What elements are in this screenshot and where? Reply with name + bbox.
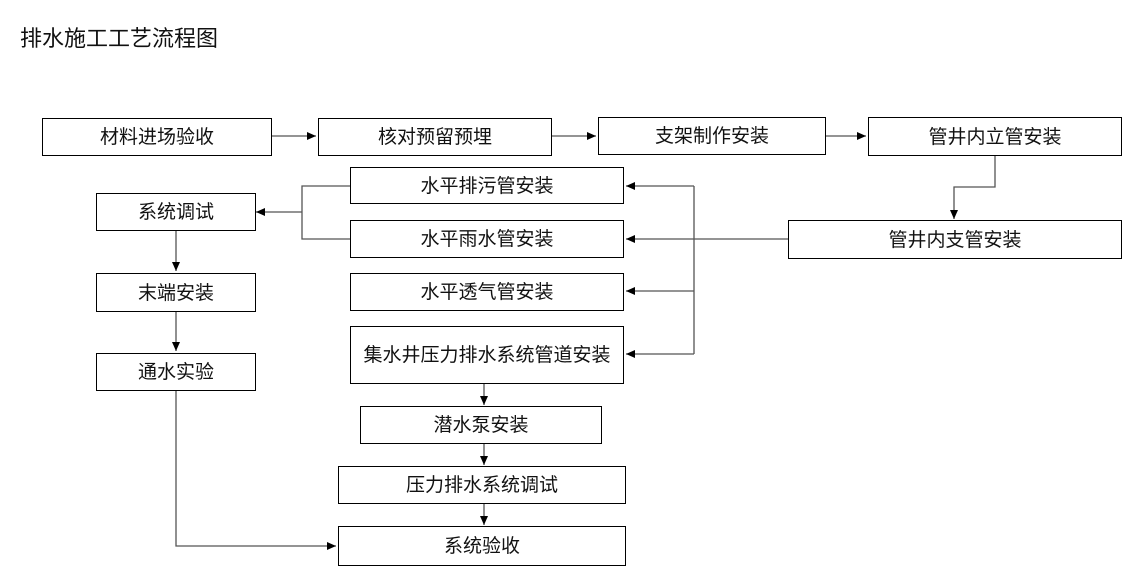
node-system-debug: 系统调试	[96, 193, 256, 231]
node-check-reserved: 核对预留预埋	[318, 118, 552, 156]
node-water-test: 通水实验	[96, 353, 256, 391]
line-sewage-to-merge	[301, 185, 350, 240]
node-system-accept: 系统验收	[338, 526, 626, 566]
arrow-riser-to-branch	[950, 156, 996, 219]
page-title: 排水施工工艺流程图	[20, 27, 219, 52]
node-terminal-install: 末端安装	[96, 273, 256, 312]
arrow-water-test-to-accept	[175, 391, 336, 550]
node-riser-install: 管井内立管安装	[868, 117, 1122, 156]
node-rain-install: 水平雨水管安装	[350, 220, 624, 258]
node-pressure-debug: 压力排水系统调试	[338, 466, 626, 504]
node-vent-install: 水平透气管安装	[350, 273, 624, 311]
node-branch-install: 管井内支管安装	[788, 220, 1122, 259]
node-material-check: 材料进场验收	[42, 118, 272, 156]
node-sump-pipe-install: 集水井压力排水系统管道安装	[350, 326, 624, 384]
node-pump-install: 潜水泵安装	[360, 406, 602, 444]
node-sewage-install: 水平排污管安装	[350, 167, 624, 204]
node-bracket-install: 支架制作安装	[598, 117, 826, 155]
